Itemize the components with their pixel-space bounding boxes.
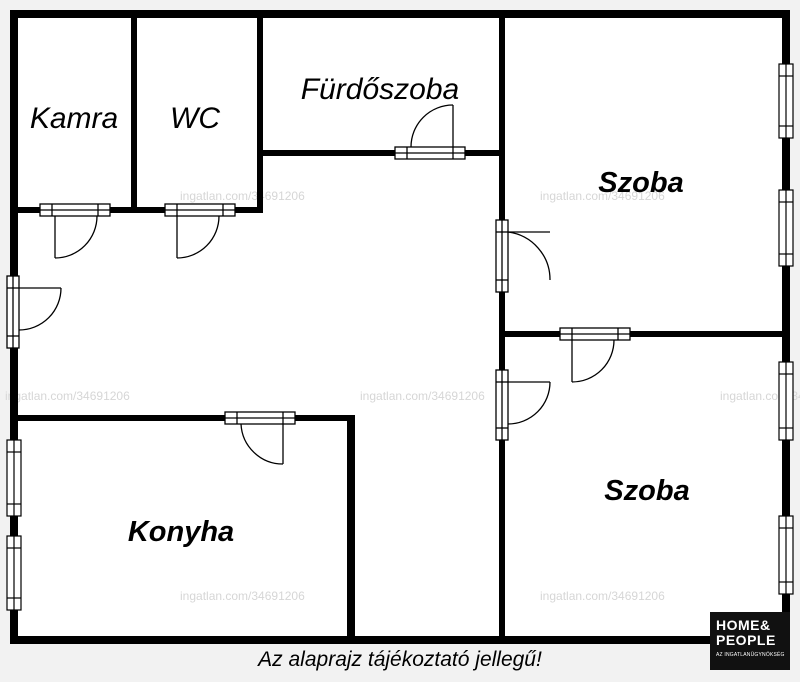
watermark: ingatlan.com/34691206 bbox=[360, 389, 485, 403]
window-szoba-bottom-1 bbox=[778, 361, 794, 441]
window-szoba-top-2 bbox=[778, 189, 794, 267]
interior-walls bbox=[14, 14, 786, 640]
door-szoba-divider bbox=[559, 327, 631, 383]
home-people-logo: HOME& PEOPLE AZ INGATLANÜGYNÖKSÉG bbox=[710, 612, 790, 670]
windows bbox=[6, 63, 794, 611]
room-label-kamra: Kamra bbox=[30, 102, 118, 135]
logo-line-2: PEOPLE bbox=[716, 632, 776, 648]
room-label-wc: WC bbox=[170, 102, 220, 135]
door-szoba-top bbox=[495, 219, 551, 293]
window-szoba-top-1 bbox=[778, 63, 794, 139]
watermark: ingatlan.com/34691206 bbox=[5, 389, 130, 403]
logo-tagline: AZ INGATLANÜGYNÖKSÉG bbox=[716, 652, 785, 658]
door-furdoszoba bbox=[394, 104, 466, 160]
watermark: ingatlan.com/34691206 bbox=[180, 589, 305, 603]
watermark: ingatlan.com/34691206 bbox=[180, 189, 305, 203]
door-entrance bbox=[6, 275, 62, 349]
wall-bath-bottom bbox=[257, 150, 504, 156]
room-label-furdoszoba: Fürdőszoba bbox=[301, 73, 459, 106]
disclaimer-caption: Az alaprajz tájékoztató jellegű! bbox=[258, 648, 542, 671]
wall-right bbox=[782, 10, 790, 644]
wall-wc-bath bbox=[257, 14, 263, 210]
room-label-szoba-bottom: Szoba bbox=[604, 475, 689, 507]
door-konyha bbox=[224, 411, 296, 465]
doors bbox=[6, 104, 631, 465]
floor-area bbox=[10, 10, 790, 644]
logo-line-1: HOME& bbox=[716, 617, 771, 633]
door-wc bbox=[164, 203, 236, 259]
room-label-konyha: Konyha bbox=[128, 516, 234, 548]
wall-bottom bbox=[10, 636, 790, 644]
wall-central-vertical bbox=[499, 14, 505, 640]
door-kamra bbox=[39, 203, 111, 259]
window-konyha-1 bbox=[6, 439, 22, 517]
wall-kamra-wc-bottom bbox=[14, 207, 263, 213]
wall-konyha-right bbox=[347, 415, 355, 640]
watermark: ingatlan.com/34691206 bbox=[540, 589, 665, 603]
room-label-szoba-top: Szoba bbox=[598, 167, 683, 199]
watermark: ingatlan.com/34691206 bbox=[540, 189, 665, 203]
window-szoba-bottom-2 bbox=[778, 515, 794, 595]
wall-szoba-divider bbox=[499, 331, 786, 337]
door-szoba-bottom bbox=[495, 369, 551, 441]
room-labels: Kamra WC Fürdőszoba Szoba Szoba Konyha bbox=[30, 73, 690, 548]
wall-top bbox=[10, 10, 790, 18]
window-konyha-2 bbox=[6, 535, 22, 611]
wall-konyha-top bbox=[14, 415, 355, 421]
wall-kamra-wc bbox=[131, 14, 137, 210]
